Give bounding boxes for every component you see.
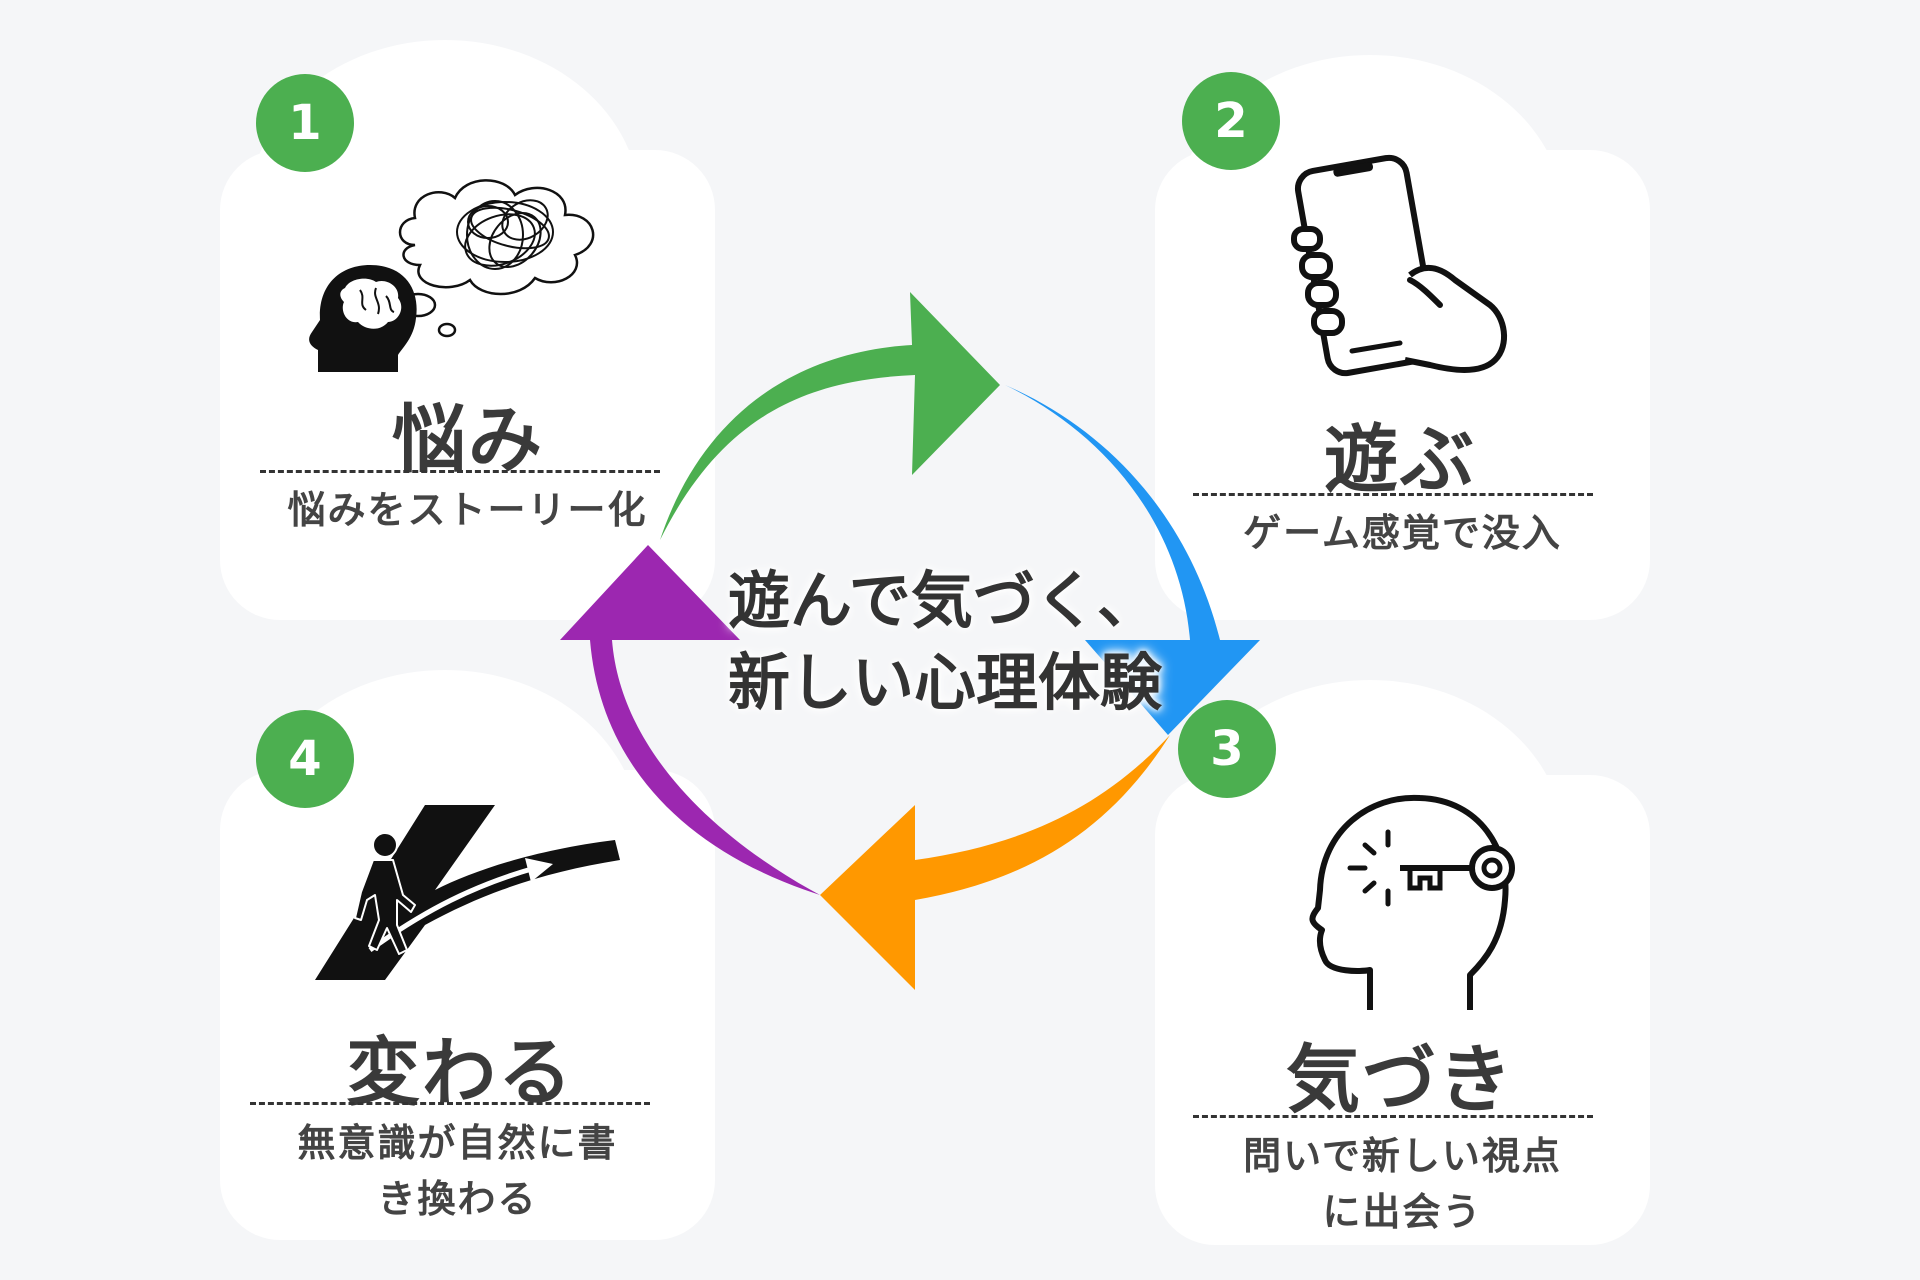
step-divider-3 bbox=[1193, 1115, 1593, 1118]
center-line-2: 新しい心理体験 bbox=[728, 646, 1163, 719]
step-divider-4 bbox=[250, 1102, 650, 1105]
arrow-1-to-2 bbox=[660, 292, 1000, 540]
step-number-badge-4: 4 bbox=[256, 710, 354, 808]
step-title-1: 悩み bbox=[392, 397, 544, 483]
step-title-4: 変わる bbox=[346, 1030, 574, 1116]
step-divider-2 bbox=[1193, 493, 1593, 496]
step-number-badge-3: 3 bbox=[1178, 700, 1276, 798]
center-line-1: 遊んで気づく、 bbox=[728, 564, 1159, 637]
step-divider-1 bbox=[260, 470, 660, 473]
arrow-4-to-1 bbox=[560, 545, 820, 895]
thinking-head-icon bbox=[309, 179, 595, 372]
step-description-2: ゲーム感覚で没入 bbox=[1243, 511, 1562, 555]
path-climber-icon bbox=[315, 805, 620, 980]
arrow-3-to-4 bbox=[820, 735, 1170, 990]
step-number-badge-2: 2 bbox=[1182, 72, 1280, 170]
step-title-2: 遊ぶ bbox=[1324, 417, 1476, 503]
center-message: 遊んで気づく、 新しい心理体験 bbox=[728, 560, 1198, 724]
step-description-3: 問いで新しい視点 に出会う bbox=[1243, 1134, 1562, 1234]
step-description-4: 無意識が自然に書 き換わる bbox=[297, 1121, 618, 1221]
arrow-2-to-3 bbox=[1005, 385, 1260, 735]
smartphone-hand-icon bbox=[1291, 154, 1508, 377]
step-number-badge-1: 1 bbox=[256, 74, 354, 172]
step-description-1: 悩みをストーリー化 bbox=[287, 488, 648, 532]
head-key-icon bbox=[1309, 794, 1515, 1010]
step-title-3: 気づき bbox=[1286, 1037, 1514, 1123]
